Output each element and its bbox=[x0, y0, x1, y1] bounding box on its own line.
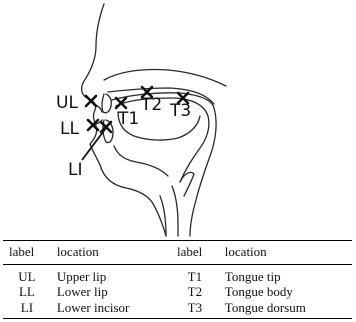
table-cell: Tongue dorsum bbox=[219, 300, 352, 319]
table-cell: Lower incisor bbox=[51, 300, 171, 319]
sensor-label-t1: T1 bbox=[117, 109, 139, 129]
sensor-label-t3: T3 bbox=[169, 101, 191, 121]
nasal-cavity bbox=[104, 69, 226, 86]
header-location-2: location bbox=[219, 241, 352, 265]
table-row: LI Lower incisor T3 Tongue dorsum bbox=[3, 300, 352, 319]
vocal-tract-diagram: UL LL LI T1 T2 T3 bbox=[0, 0, 356, 238]
sensor-label-t2: T2 bbox=[140, 95, 162, 115]
table-cell: T1 bbox=[171, 264, 219, 284]
upper-incisor bbox=[102, 94, 111, 113]
sensor-marker-ul bbox=[86, 96, 96, 106]
larynx bbox=[172, 186, 178, 236]
table-row: UL Upper lip T1 Tongue tip bbox=[3, 264, 352, 284]
pharynx-wall bbox=[190, 108, 216, 236]
sensor-label-ul: UL bbox=[56, 93, 78, 113]
trachea bbox=[160, 196, 166, 236]
table-cell: T3 bbox=[171, 300, 219, 319]
table-header-row: label location label location bbox=[3, 241, 352, 265]
sensor-label-ll: LL bbox=[60, 119, 79, 139]
table-row: LL Lower lip T2 Tongue body bbox=[3, 284, 352, 300]
table-cell: Upper lip bbox=[51, 264, 171, 284]
table-cell: Lower lip bbox=[51, 284, 171, 300]
sensor-marker-ll bbox=[88, 120, 98, 130]
sensor-legend-table: label location label location UL Upper l… bbox=[3, 240, 352, 319]
table-cell: LL bbox=[3, 284, 51, 300]
header-label-1: label bbox=[3, 241, 51, 265]
jaw-contour bbox=[114, 146, 168, 176]
table-cell: UL bbox=[3, 264, 51, 284]
header-location-1: location bbox=[51, 241, 171, 265]
table-cell: T2 bbox=[171, 284, 219, 300]
sensor-label-li: LI bbox=[68, 160, 83, 180]
header-label-2: label bbox=[171, 241, 219, 265]
li-leader-line bbox=[82, 128, 106, 160]
table-cell: Tongue tip bbox=[219, 264, 352, 284]
table-cell: Tongue body bbox=[219, 284, 352, 300]
palate bbox=[112, 93, 214, 108]
table-cell: LI bbox=[3, 300, 51, 319]
